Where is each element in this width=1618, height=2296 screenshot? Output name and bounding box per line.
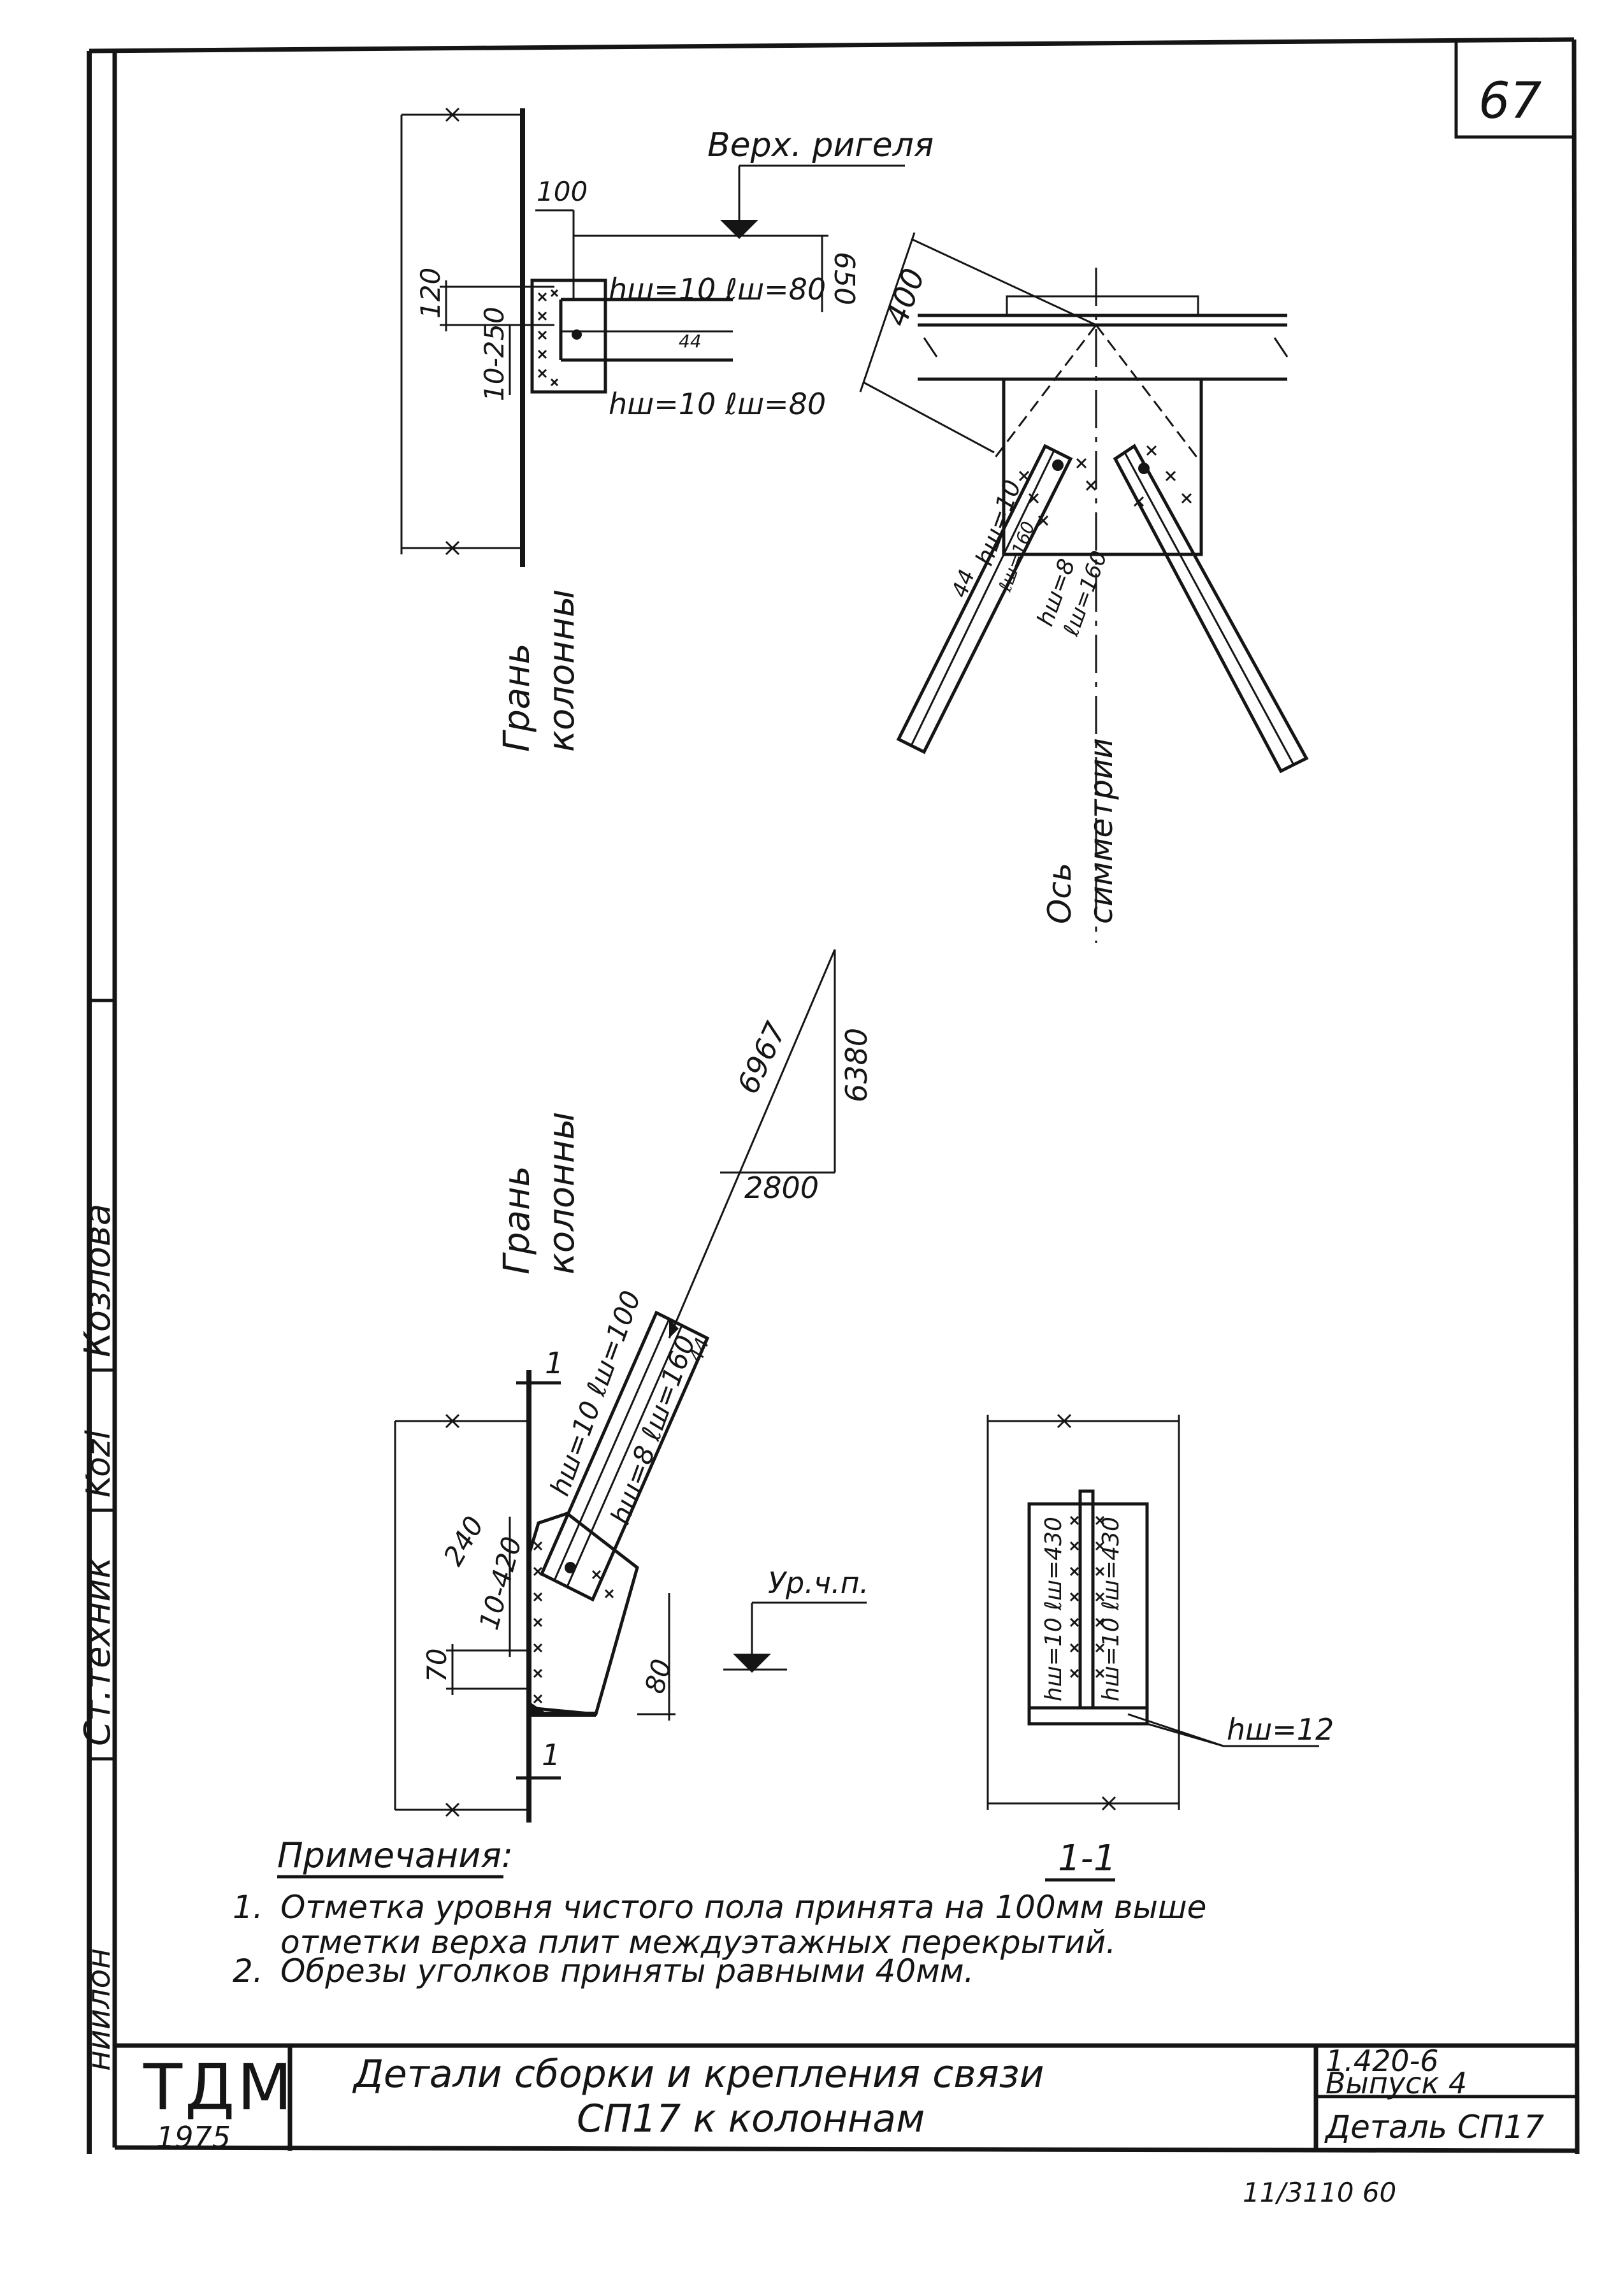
label-face-1: Грань [496,643,538,752]
section-mark-top: 1 [545,1346,563,1380]
year: 1975 [156,2120,231,2155]
side-stamp: Козлова Kozl Ст.техник ниилон [77,999,119,2071]
title-block: ТДМ 1975 Детали сборки и крепления связи… [115,2043,1577,2208]
dim-44-tr: 44 [947,567,980,601]
section-caption: 1-1 [1058,1838,1116,1879]
stamp-role: Ст.техник [77,1557,119,1746]
dim-240: 240 [437,1511,490,1571]
slope-hyp: 6967 [730,1017,793,1099]
detail-top-right: 400 hш=10 ℓш=160 hш=8 ℓш=160 44 Ось симм… [859,232,1309,943]
stamp-name: Козлова [77,1204,119,1357]
weld-label-top: hш=10 ℓш=80 [609,272,826,307]
section-mark-bottom: 1 [542,1738,560,1772]
issue: Выпуск 4 [1325,2066,1467,2100]
dim-44: 44 [679,331,702,352]
dim-650: 650 [828,252,860,305]
slope-vert: 6380 [839,1028,874,1102]
slope-horiz: 2800 [744,1171,819,1205]
dim-range-bl: 10-420 [473,1533,528,1633]
detail-code: Деталь СП17 [1324,2109,1544,2146]
note-1-line2: отметки верха плит междуэтажных перекрыт… [280,1924,1116,1961]
dim-range: 10-250 [479,307,510,401]
sheet-number-box: 67 [1454,41,1575,139]
note-2-text: Обрезы уголков приняты равными 40мм. [280,1953,974,1989]
floor-level-label: Ур.ч.п. [768,1566,869,1600]
sheet-frame [87,37,1580,2155]
label-beam-top: Верх. ригеля [707,126,934,164]
dim-120: 120 [415,268,446,319]
weld-section-right: hш=10 ℓш=430 [1098,1517,1124,1701]
section-1-1: hш=10 ℓш=430 hш=10 ℓш=430 hш=12 1-1 [986,1413,1334,1882]
notes: Примечания: 1. Отметка уровня чистого по… [233,1835,1206,1989]
designation: 1.420-6 [1325,2044,1439,2078]
dim-70: 70 [421,1649,452,1682]
detail-bottom-left: Грань колонны 1 1 70 240 10-420 [394,1111,869,1823]
label-face-3: Грань [496,1166,538,1274]
label-axis-2: симметрии [1083,738,1120,924]
dim-80: 80 [639,1656,677,1696]
label-axis-1: Ось [1041,863,1078,924]
weld-label-bottom: hш=10 ℓш=80 [609,387,826,421]
note-1-num: 1. [233,1889,263,1926]
detail-top-left: 100 650 120 10-250 44 Верх. ригеля hш=10… [400,107,934,752]
label-face-2: колонны [541,589,582,752]
sheet-number: 67 [1478,73,1542,130]
title-line-2: СП17 к колоннам [577,2097,925,2141]
dim-400: 400 [879,264,932,331]
notes-heading: Примечания: [277,1835,513,1875]
note-2-num: 2. [233,1953,263,1989]
weld-section-left: hш=10 ℓш=430 [1041,1517,1067,1701]
dim-100: 100 [537,176,588,207]
slope-triangle: 6967 6380 2800 [668,949,874,1339]
stamp-signature: Kozl [80,1430,118,1498]
weld-section-plate: hш=12 [1227,1712,1334,1747]
archive-number: 11/3110 60 [1243,2177,1396,2208]
org-logo: ТДМ [143,2050,295,2125]
label-face-4: колонны [541,1111,582,1274]
title-line-1: Детали сборки и крепления связи [352,2052,1044,2097]
note-1-line1: Отметка уровня чистого пола принята на 1… [280,1889,1206,1926]
stamp-extra: ниилон [80,1948,117,2071]
